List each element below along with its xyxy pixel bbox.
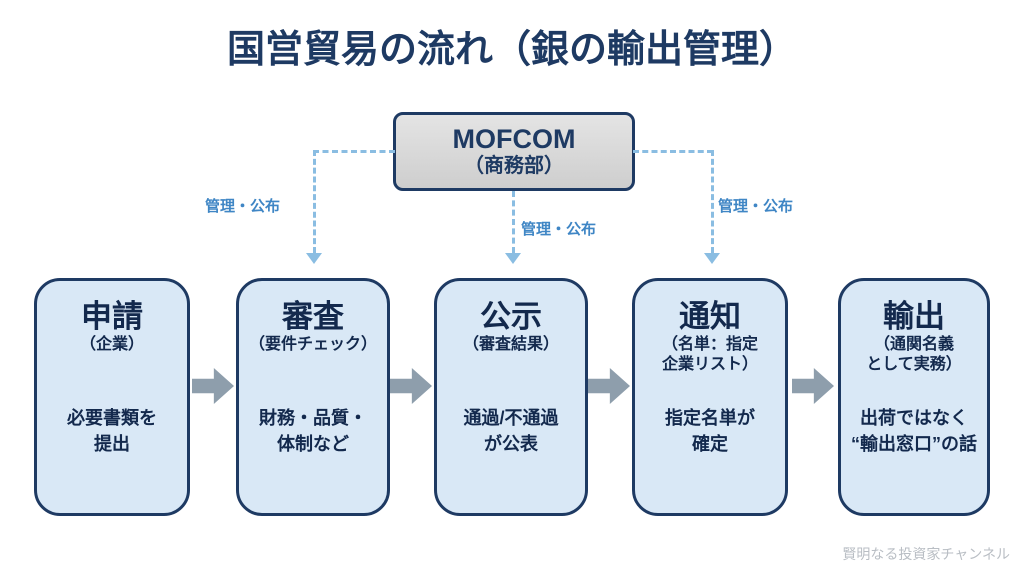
step-box-application: 申請 （企業） 必要書類を 提出 xyxy=(34,278,190,516)
connector-center-vertical xyxy=(512,191,515,253)
step-subtitle: （審査結果） xyxy=(462,335,559,353)
step-heading: 公示 xyxy=(480,299,542,334)
mofcom-box: MOFCOM （商務部） xyxy=(393,112,635,191)
manage-label-left: 管理・公布 xyxy=(205,198,281,215)
step-box-screening: 審査 （要件チェック） 財務・品質・ 体制など xyxy=(236,278,390,516)
step-body: 指定名単が 確定 xyxy=(665,407,755,454)
step-body: 出荷ではなく “輸出窓口”の話 xyxy=(851,407,977,454)
connector-left-vertical xyxy=(313,150,316,253)
step-box-notification: 通知 （名単：指定 企業リスト） 指定名単が 確定 xyxy=(632,278,788,516)
connector-right-horizontal xyxy=(633,150,713,153)
step-heading: 申請 xyxy=(81,299,143,334)
step-subtitle: （通関名義 として実務） xyxy=(866,335,962,374)
step-box-announcement: 公示 （審査結果） 通過/不通過 が公表 xyxy=(434,278,588,516)
flow-arrow-icon xyxy=(390,368,432,404)
arrowhead-down-left-icon xyxy=(306,253,322,264)
step-body: 通過/不通過 が公表 xyxy=(463,407,559,454)
step-subtitle: （要件チェック） xyxy=(248,335,377,353)
step-body: 財務・品質・ 体制など xyxy=(259,407,367,454)
step-body: 必要書類を 提出 xyxy=(67,407,157,454)
manage-label-right: 管理・公布 xyxy=(718,198,794,215)
page-title: 国営貿易の流れ（銀の輸出管理） xyxy=(226,29,797,71)
watermark: 賢明なる投資家チャンネル xyxy=(842,546,1010,562)
arrowhead-down-center-icon xyxy=(505,253,521,264)
step-heading: 審査 xyxy=(282,299,344,334)
arrowhead-down-right-icon xyxy=(704,253,720,264)
mofcom-subtitle: （商務部） xyxy=(464,155,564,178)
manage-label-center: 管理・公布 xyxy=(521,221,597,238)
step-subtitle: （名単：指定 企業リスト） xyxy=(661,335,758,374)
connector-left-horizontal xyxy=(313,150,395,153)
step-subtitle: （企業） xyxy=(79,335,144,353)
connector-right-vertical xyxy=(711,150,714,253)
step-heading: 輸出 xyxy=(883,299,945,334)
flow-arrow-icon xyxy=(588,368,630,404)
flow-arrow-icon xyxy=(792,368,834,404)
flow-arrow-icon xyxy=(192,368,234,404)
mofcom-name: MOFCOM xyxy=(452,123,576,154)
step-box-export: 輸出 （通関名義 として実務） 出荷ではなく “輸出窓口”の話 xyxy=(838,278,990,516)
step-heading: 通知 xyxy=(679,299,741,334)
